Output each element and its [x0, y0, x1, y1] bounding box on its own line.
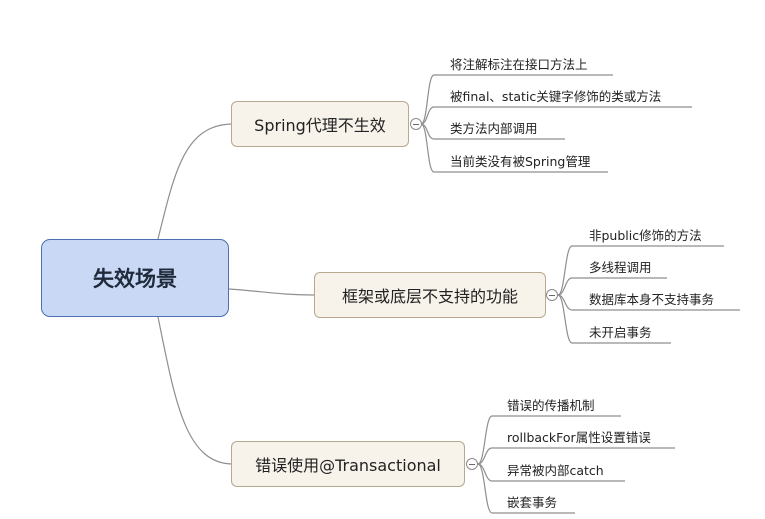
collapse-icon[interactable]: [410, 118, 422, 130]
leaf-item[interactable]: 未开启事务: [589, 325, 652, 340]
leaf-item[interactable]: 数据库本身不支持事务: [589, 292, 715, 307]
branch-node-framework-unsupported[interactable]: 框架或底层不支持的功能: [314, 272, 546, 318]
leaf-item[interactable]: 非public修饰的方法: [589, 228, 702, 243]
connector-leaf-2-1: [557, 245, 724, 296]
leaf-item[interactable]: 异常被内部catch: [507, 463, 604, 478]
leaf-item[interactable]: 将注解标注在接口方法上: [450, 57, 588, 72]
connector-root-branch-2: [228, 288, 315, 296]
leaf-item[interactable]: 当前类没有被Spring管理: [450, 154, 591, 169]
leaf-item[interactable]: rollbackFor属性设置错误: [507, 430, 651, 445]
leaf-item[interactable]: 多线程调用: [589, 260, 652, 275]
collapse-icon[interactable]: [546, 289, 558, 301]
connector-root-branch-1: [157, 123, 233, 240]
leaf-item[interactable]: 错误的传播机制: [507, 398, 595, 413]
connector-leaf-1-2: [420, 106, 692, 125]
connector-leaf-2-4: [557, 294, 671, 344]
connector-leaf-3-2: [477, 447, 675, 465]
leaf-item[interactable]: 嵌套事务: [507, 495, 558, 510]
branch-node-misuse-transactional[interactable]: 错误使用@Transactional: [231, 441, 465, 487]
collapse-icon[interactable]: [466, 458, 478, 470]
connector-leaf-1-1: [420, 74, 613, 125]
leaf-item[interactable]: 被final、static关键字修饰的类或方法: [450, 89, 662, 104]
connector-leaf-2-2: [557, 277, 667, 296]
connector-leaf-1-4: [420, 123, 608, 173]
connector-root-branch-3: [157, 316, 233, 465]
branch-node-spring-proxy[interactable]: Spring代理不生效: [231, 101, 409, 147]
root-node[interactable]: 失效场景: [41, 239, 229, 317]
connector-leaf-3-4: [477, 463, 575, 514]
leaf-item[interactable]: 类方法内部调用: [450, 121, 538, 136]
connector-leaf-3-1: [477, 415, 621, 465]
